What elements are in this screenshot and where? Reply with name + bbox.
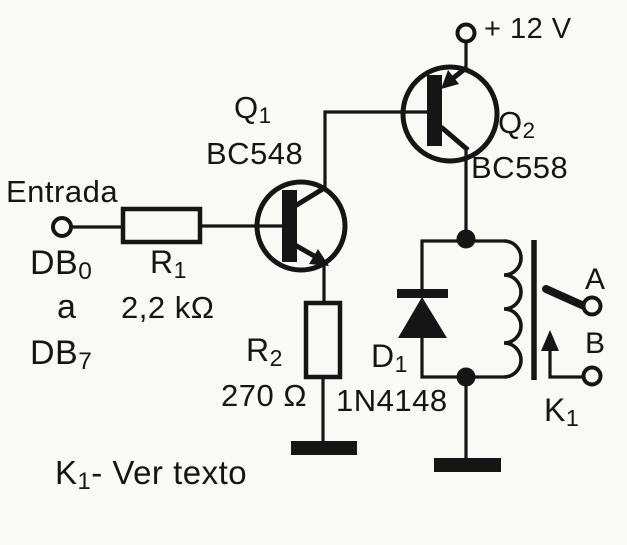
r2-value-text: 270 Ω	[221, 378, 308, 413]
wire-q1-collector-to-q2-base	[323, 110, 428, 188]
d1-ref-label: D1	[371, 338, 408, 376]
q1-part-label: BC548	[206, 138, 303, 169]
q1-emitter-lead	[293, 242, 318, 260]
q2-collector-lead	[439, 125, 470, 152]
q2-part-text: BC558	[471, 150, 569, 185]
q1-collector-lead	[293, 184, 328, 209]
contact-a-terminal	[581, 295, 603, 317]
q1-ref-main: Q	[234, 90, 259, 125]
r1-value-label: 2,2 kΩ	[121, 292, 214, 323]
db7-label: DB7	[30, 334, 92, 374]
r2-ref-sub: 2	[269, 345, 283, 372]
input-label: Entrada	[6, 176, 118, 207]
supply-text: + 12 V	[484, 13, 572, 45]
relay-contact	[541, 285, 603, 387]
db0-main: DB	[30, 244, 79, 282]
r1-ref-main: R	[150, 244, 174, 280]
q1-body-circle	[254, 179, 348, 273]
input-label-text: Entrada	[6, 174, 119, 209]
note-sub: 1	[77, 468, 92, 496]
d1-part-text: 1N4148	[336, 383, 448, 418]
supply-label: + 12 V	[484, 15, 572, 44]
contact-b-text: B	[585, 327, 606, 360]
d1-ref-main: D	[371, 338, 395, 374]
transistor-q1	[254, 179, 348, 273]
diode-d1	[397, 289, 448, 338]
r2-ref-label: R2	[246, 332, 283, 370]
transistor-q2	[400, 64, 500, 164]
wires	[71, 41, 584, 459]
k1-ref-label: K1	[544, 392, 579, 430]
wire-junction-to-d1-cathode	[420, 239, 466, 292]
d1-anode-triangle	[398, 297, 447, 338]
db0-sub: 0	[78, 258, 93, 286]
junction-dot-bottom	[456, 367, 476, 387]
d1-part-label: 1N4148	[336, 385, 448, 416]
ground-symbol-relay	[434, 458, 501, 472]
supply-terminal	[455, 22, 477, 44]
note-rest: - Ver texto	[91, 454, 248, 491]
q2-ref-main: Q	[498, 105, 523, 140]
contact-a-text: A	[585, 263, 606, 296]
r1-ref-label: R1	[150, 244, 187, 282]
note-main: K	[55, 454, 78, 491]
ground-symbol-r2	[291, 441, 357, 455]
q2-ref-sub: 2	[522, 117, 536, 143]
coil-windings	[503, 239, 523, 379]
r2-value-label: 270 Ω	[221, 380, 307, 411]
bus-range-text: a	[57, 288, 77, 326]
resistor-r1	[120, 206, 203, 245]
q2-body-circle	[400, 64, 500, 164]
q2-emitter-lead	[450, 66, 468, 81]
k1-ref-main: K	[544, 392, 566, 428]
q1-part-text: BC548	[206, 136, 304, 171]
wire-contact-b	[548, 350, 584, 379]
q1-base-bar	[282, 190, 297, 262]
q1-ref-sub: 1	[258, 102, 272, 128]
note-label: K1- Ver texto	[55, 454, 248, 494]
input-terminal	[51, 216, 73, 238]
q2-emitter-arrow	[441, 70, 459, 89]
db0-label: DB0	[30, 244, 92, 284]
junction-dot-top	[456, 229, 476, 249]
r1-ref-sub: 1	[173, 257, 187, 284]
db7-sub: 7	[78, 348, 93, 376]
contact-b-label: B	[585, 329, 606, 359]
q1-ref-label: Q1	[234, 90, 272, 127]
r1-value-text: 2,2 kΩ	[121, 290, 215, 325]
q2-part-label: BC558	[471, 152, 568, 183]
db7-main: DB	[30, 334, 79, 372]
relay-coil	[503, 239, 537, 380]
resistor-r2	[303, 300, 343, 380]
contact-b-terminal	[581, 365, 603, 387]
q2-ref-label: Q2	[498, 105, 536, 142]
contact-a-label: A	[585, 265, 606, 295]
wire-d1-anode-to-junction	[420, 336, 466, 379]
contact-blade	[542, 285, 588, 310]
armature-arrow	[541, 330, 559, 351]
bus-range-label: a	[57, 290, 76, 324]
r2-ref-main: R	[246, 332, 270, 368]
k1-ref-sub: 1	[565, 405, 580, 432]
q1-emitter-arrow	[309, 249, 329, 266]
q2-base-bar	[427, 75, 442, 146]
d1-ref-sub: 1	[394, 351, 408, 378]
d1-cathode-bar	[397, 289, 448, 298]
